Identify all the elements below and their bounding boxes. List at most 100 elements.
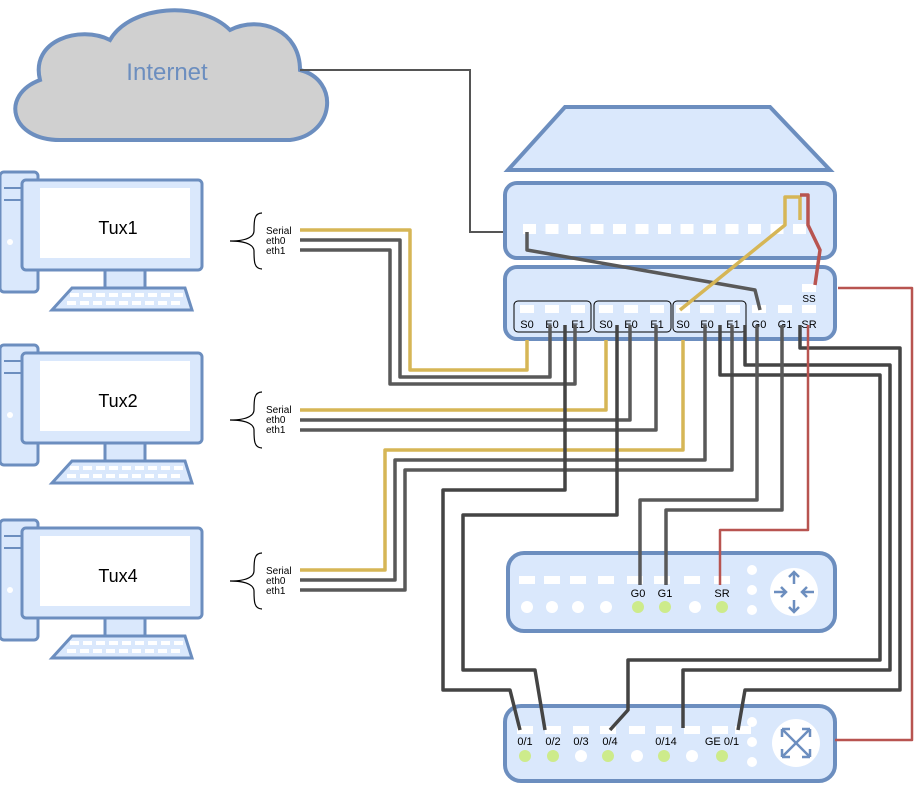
rack-patch-ports <box>523 224 806 234</box>
router-status-led <box>747 585 757 595</box>
router-arrows-icon <box>774 570 814 614</box>
rack-patch-serial-cable <box>678 195 802 312</box>
rack-interface-port <box>650 305 664 313</box>
rack-port-label: G1 <box>778 319 793 331</box>
router-port <box>598 576 614 584</box>
rack-patch-port <box>568 224 581 234</box>
switch-led <box>575 750 587 762</box>
rack-interface-port <box>802 305 816 313</box>
cables <box>300 193 914 742</box>
switch-port-label: 0/4 <box>602 736 617 748</box>
rack-patch-port <box>725 224 739 234</box>
switch-arrows-icon <box>780 727 812 759</box>
router-led <box>689 601 701 613</box>
switch-port-label: 0/1 <box>517 736 532 748</box>
router-icon <box>770 568 818 616</box>
rack-interface-port <box>545 305 559 313</box>
rack-port-label: S0 <box>676 319 689 331</box>
switch-port <box>545 726 561 734</box>
tux1-eth0-cable <box>300 238 552 379</box>
router-port-label: SR <box>714 588 729 600</box>
cloud-label: Internet <box>126 59 208 86</box>
computer-name: Tux1 <box>98 218 137 238</box>
switch-led <box>519 750 531 762</box>
rack-port-label: S0 <box>599 319 612 331</box>
rack-interface-port <box>624 305 638 313</box>
rack-interface-port <box>571 305 585 313</box>
router-led <box>546 601 558 613</box>
router-console-cable <box>718 325 810 585</box>
rack-interface-port <box>520 305 534 313</box>
rack-patch-port <box>770 224 784 234</box>
rack-patch-port <box>748 224 761 234</box>
rack-port-label: E0 <box>545 319 558 331</box>
computer-port-label: Serial <box>266 226 292 237</box>
computer-port-label: eth0 <box>266 415 286 426</box>
rack-patch-to-g0-cable <box>525 232 762 311</box>
switch-status-led <box>747 757 757 767</box>
switch-led <box>686 750 698 762</box>
computer-name: Tux2 <box>98 391 137 411</box>
router-device: G0 G1 SR <box>506 551 837 633</box>
router-status-led <box>747 605 757 615</box>
rack-patch-port <box>545 224 559 234</box>
computer-port-label: eth1 <box>266 425 286 436</box>
switch-port <box>684 726 700 734</box>
rack-e0-to-switch-02 <box>461 325 619 731</box>
router-port <box>654 576 670 584</box>
ss-indicator <box>802 284 816 292</box>
computer-port-label: eth1 <box>266 586 286 597</box>
switch-port <box>712 726 728 734</box>
tux1-eth1-cable <box>300 248 577 386</box>
tux4-serial-cable <box>300 340 685 572</box>
router-led <box>716 601 728 613</box>
computer-port-label: eth0 <box>266 236 286 247</box>
rack-g1-to-router-g1 <box>664 325 784 585</box>
tux4-eth0-cable <box>300 325 707 582</box>
port-brace <box>229 552 263 610</box>
rack-port-label: E0 <box>700 319 713 331</box>
rack-interface-port <box>778 305 792 313</box>
rack-interface-port <box>700 305 714 313</box>
router-port <box>519 576 535 584</box>
tux2-eth0-cable <box>300 325 632 422</box>
switch-port <box>517 726 533 734</box>
router-ports: G0 G1 SR <box>519 565 757 615</box>
tux1-serial-cable <box>300 228 529 372</box>
router-led <box>659 601 671 613</box>
switch-port <box>735 726 751 734</box>
rack-patch-port <box>680 224 694 234</box>
computer-port-label: Serial <box>266 566 292 577</box>
port-brace <box>229 391 263 449</box>
router-status-led <box>747 565 757 575</box>
tux2-eth1-cable <box>300 325 658 432</box>
switch-status-led <box>747 717 757 727</box>
ss-label: SS <box>802 294 816 305</box>
switch-console-cable <box>835 286 914 742</box>
router-port-label: G1 <box>658 588 673 600</box>
switch-led <box>716 750 728 762</box>
rack-patch-port <box>793 224 806 234</box>
rack-group-1 <box>513 300 592 333</box>
rack-g0-to-router-g0 <box>638 325 759 585</box>
switch-port <box>656 726 672 734</box>
switch-led <box>631 750 643 762</box>
rack-interface-port <box>599 305 613 313</box>
port-brace <box>229 212 263 270</box>
router-port-label: G0 <box>631 588 646 600</box>
router-led <box>521 601 533 613</box>
computer-port-label: eth1 <box>266 246 286 257</box>
rack-e1-to-switch-04 <box>608 325 882 732</box>
switch-port <box>573 726 589 734</box>
rack-e0-to-switch-01 <box>441 325 567 731</box>
tux4-eth1-cable <box>300 325 734 592</box>
router-port <box>627 576 643 584</box>
switch-led <box>547 750 559 762</box>
internet-cloud: Internet <box>13 8 329 142</box>
switch-port-label: 0/14 <box>655 736 676 748</box>
